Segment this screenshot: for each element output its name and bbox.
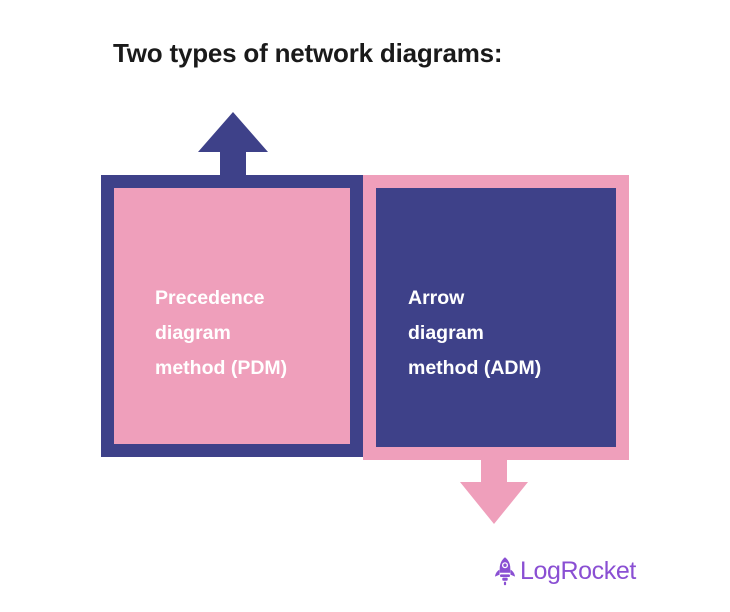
arrow-up-icon <box>198 112 268 182</box>
box-adm: Arrow diagram method (ADM) <box>363 175 629 460</box>
logrocket-logo: LogRocket <box>492 556 636 586</box>
page-title: Two types of network diagrams: <box>113 38 503 68</box>
box-pdm: Precedence diagram method (PDM) <box>101 175 363 457</box>
rocket-icon <box>495 557 515 586</box>
arrow-down-icon <box>460 452 528 524</box>
box-adm-label: Arrow diagram method (ADM) <box>408 287 542 379</box>
logrocket-wordmark: LogRocket <box>520 556 636 585</box>
box-pdm-label: Precedence diagram method (PDM) <box>155 287 288 379</box>
